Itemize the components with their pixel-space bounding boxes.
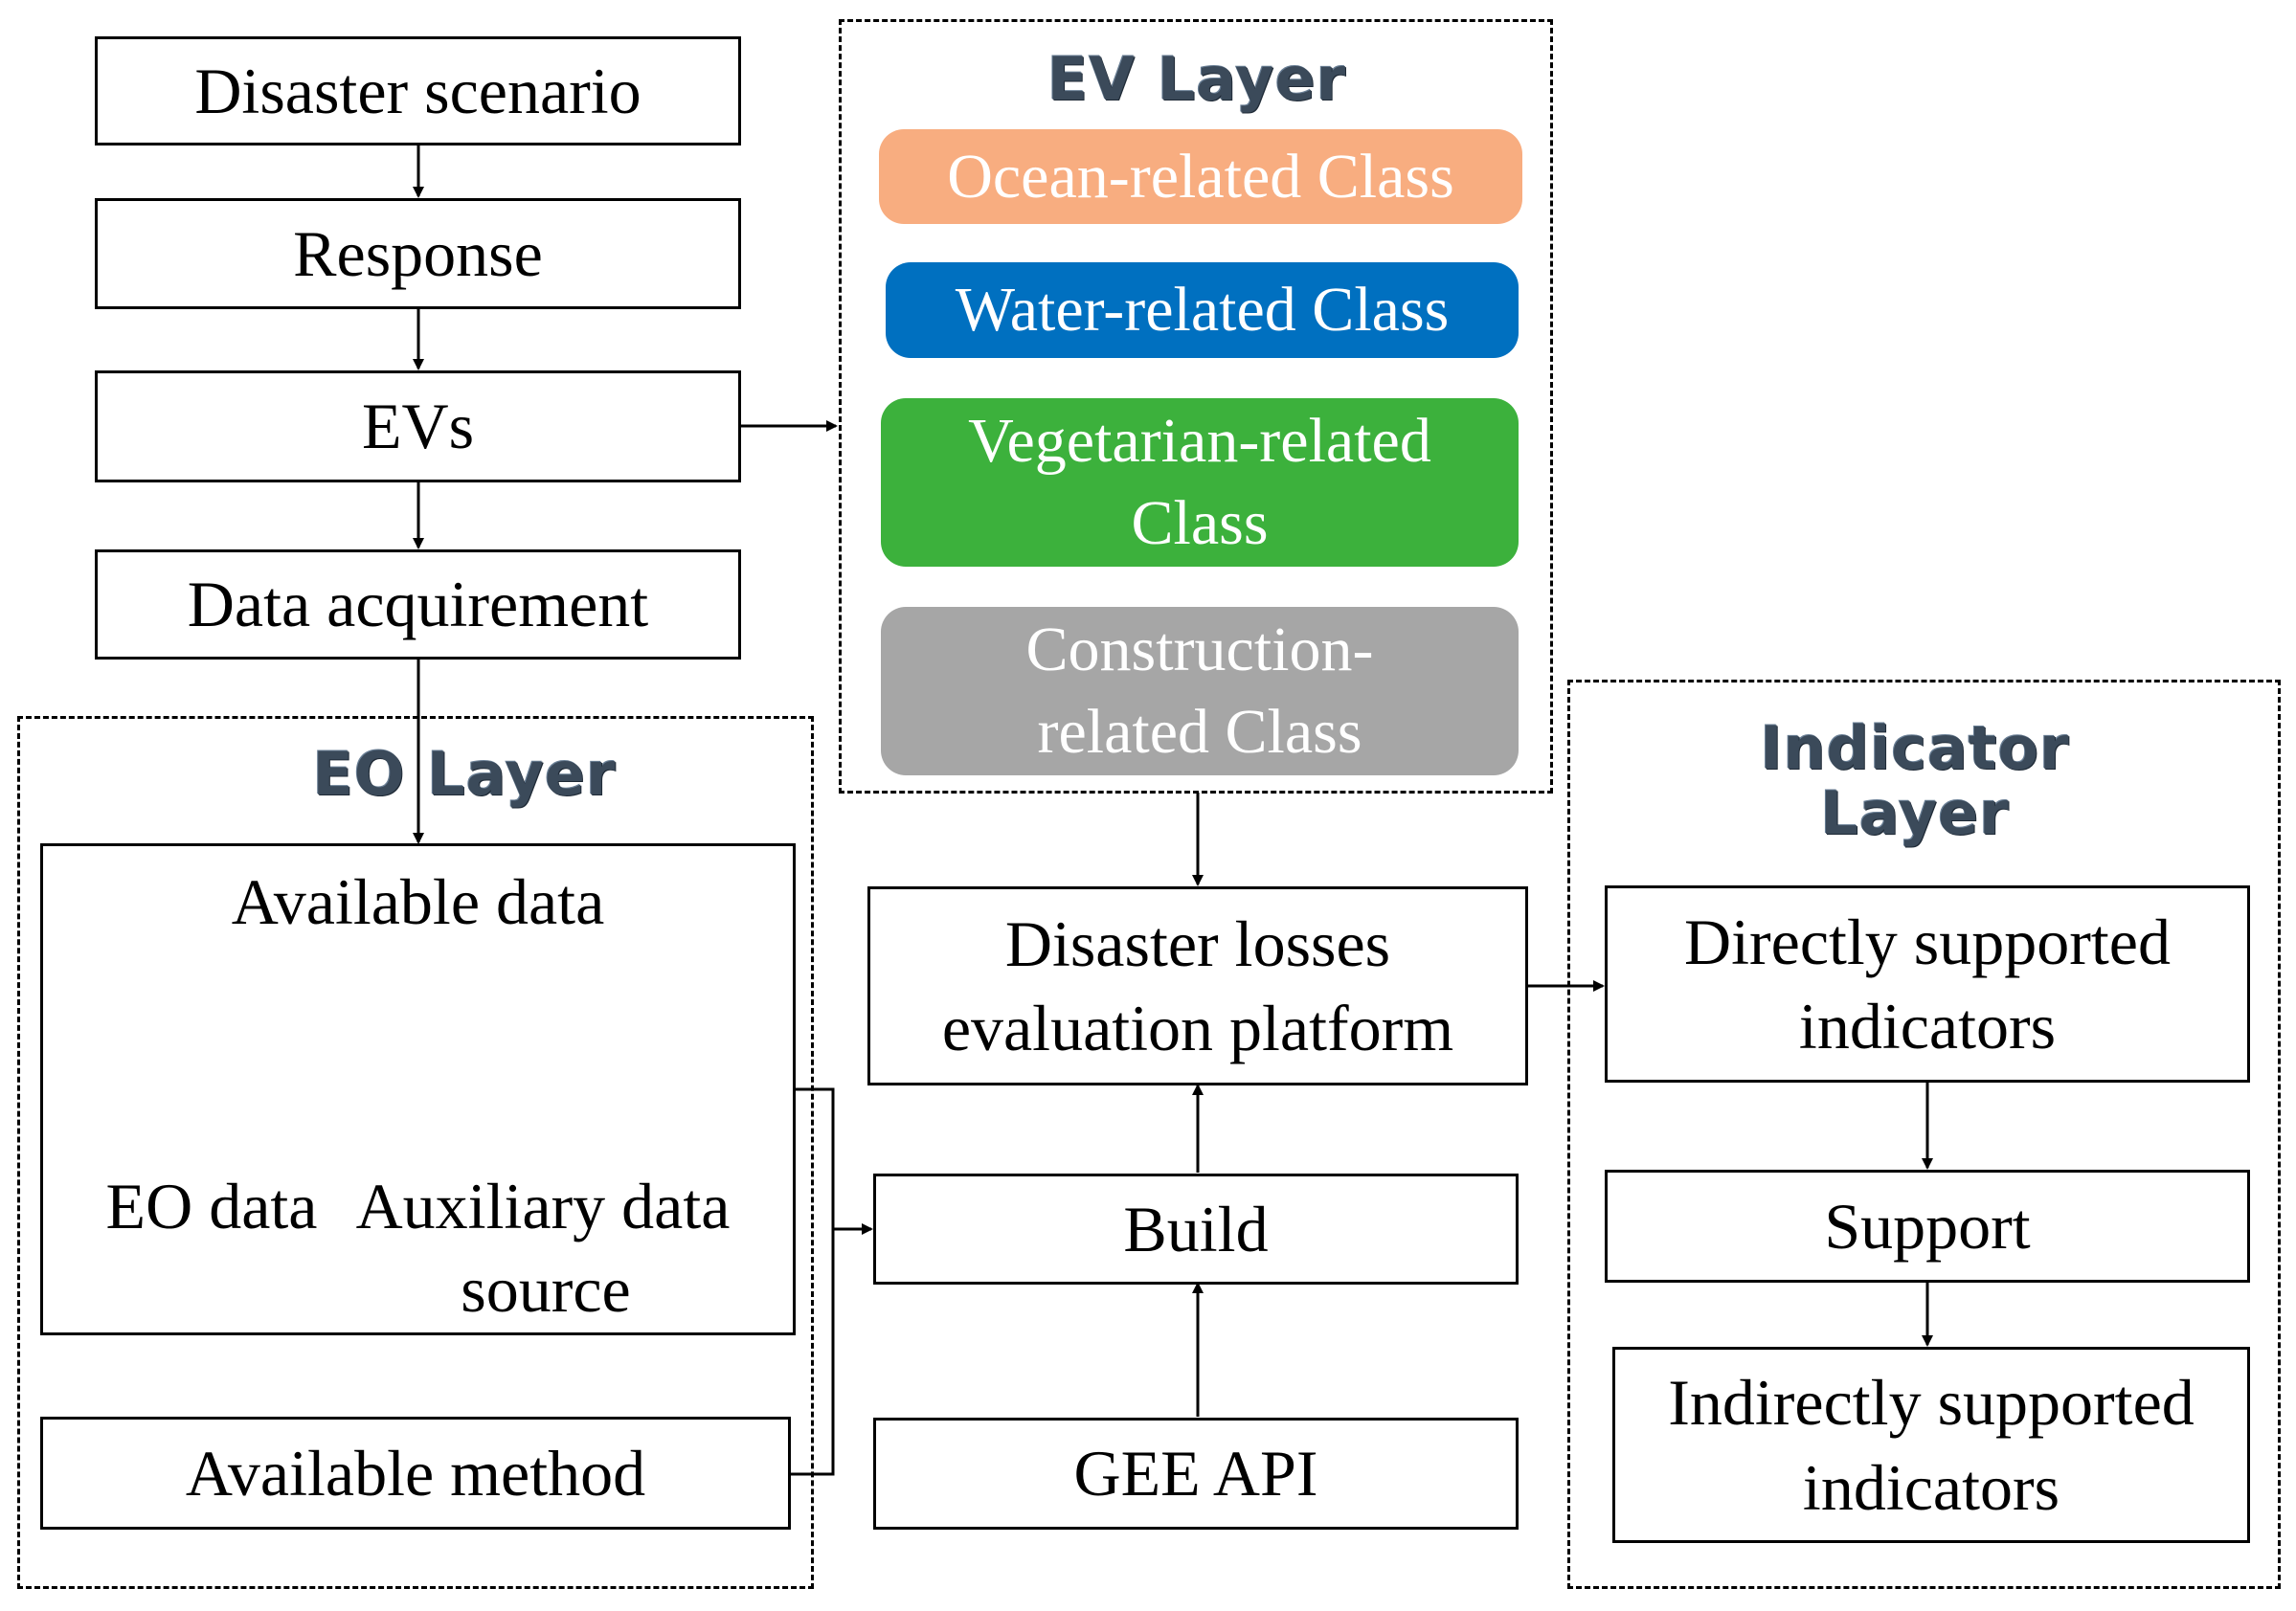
water-class-box: Water-related Class	[886, 262, 1519, 358]
construction-class-box: Construction-related Class	[881, 607, 1519, 775]
indicator-layer-title-text: Indicator Layer	[1760, 713, 2070, 849]
ev-layer-container	[839, 19, 1553, 794]
disaster-scenario-box: Disaster scenario	[95, 36, 741, 145]
auxiliary-data-source-label: source	[461, 1253, 631, 1326]
support-box: Support	[1605, 1170, 2250, 1283]
evaluation-platform-box: Disaster losses evaluation platform	[867, 886, 1528, 1085]
construction-class-label: Construction-related Class	[1025, 615, 1374, 767]
auxiliary-data-label: Auxiliary data	[355, 1170, 731, 1242]
available-data-label: Available data	[231, 865, 605, 938]
data-acquirement-box: Data acquirement	[95, 549, 741, 660]
directly-supported-label: Directly supported indicators	[1684, 905, 2171, 1063]
eo-data-label: EO data	[105, 1170, 318, 1242]
available-method-box: Available method	[40, 1417, 791, 1530]
indirectly-supported-box: Indirectly supported indicators	[1612, 1347, 2250, 1543]
ocean-class-box: Ocean-related Class	[879, 129, 1522, 224]
available-data-box	[40, 843, 796, 1335]
indicator-layer-container	[1567, 680, 2281, 1589]
vegetarian-class-label: Vegetarian-related Class	[968, 406, 1431, 558]
vegetarian-class-box: Vegetarian-related Class	[881, 398, 1519, 567]
gee-api-box: GEE API	[873, 1418, 1519, 1530]
response-box: Response	[95, 198, 741, 309]
ev-layer-title: EV Layer	[1047, 44, 1347, 114]
eo-layer-container	[17, 716, 814, 1589]
indirectly-supported-label: Indirectly supported indicators	[1668, 1366, 2195, 1524]
eo-layer-title: EO Layer	[312, 739, 617, 809]
evs-box: EVs	[95, 370, 741, 482]
build-box: Build	[873, 1174, 1519, 1285]
evaluation-platform-label: Disaster losses evaluation platform	[941, 906, 1454, 1064]
indicator-layer-title: Indicator Layer	[1704, 713, 2126, 849]
directly-supported-box: Directly supported indicators	[1605, 885, 2250, 1083]
